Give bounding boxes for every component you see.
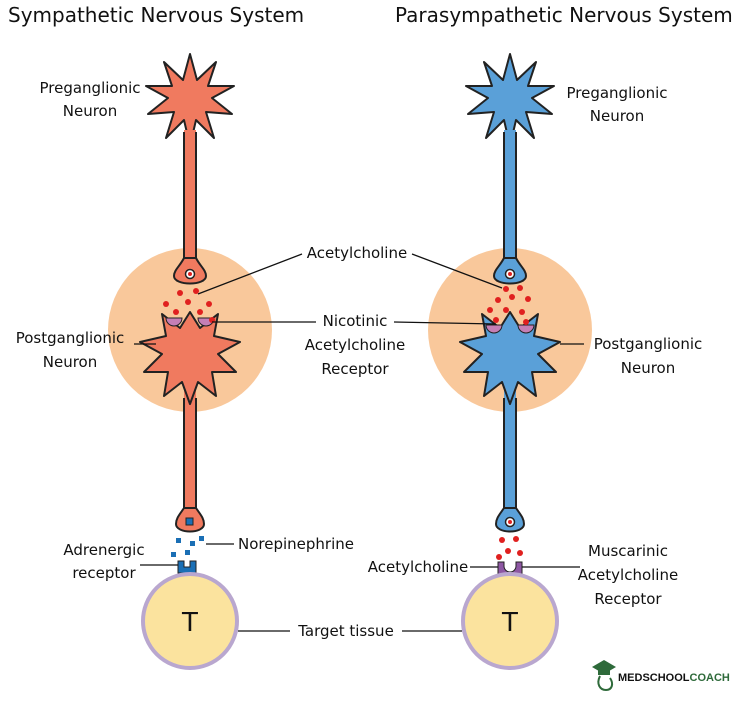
logo-text-medschool: MEDSCHOOL xyxy=(618,672,690,684)
parasympathetic-postganglionic-neuron xyxy=(459,311,561,533)
leader-lines xyxy=(134,253,584,632)
label-neuron-post-left: Neuron xyxy=(43,353,97,371)
nicotinic-receptor-icon xyxy=(165,317,183,327)
logo-text-coach: COACH xyxy=(690,672,730,684)
label-neuron-left: Neuron xyxy=(63,102,117,120)
nicotinic-receptor-icon xyxy=(485,324,503,334)
label-acetylcholine-bottom: Acetylcholine xyxy=(368,558,468,576)
label-muscarinic: Muscarinic xyxy=(588,542,668,560)
acetylcholine-dots-right xyxy=(487,285,531,325)
label-preganglionic-right: Preganglionic xyxy=(566,84,667,102)
stethoscope-icon xyxy=(597,675,614,692)
label-postganglionic-left: Postganglionic xyxy=(16,329,125,347)
acetylcholine-dots-left xyxy=(163,288,215,323)
nicotinic-receptor-icon xyxy=(517,324,535,334)
label-postganglionic-right: Postganglionic xyxy=(594,335,703,353)
label-preganglionic-left: Preganglionic xyxy=(39,79,140,97)
label-target-tissue: Target tissue xyxy=(297,622,394,640)
label-norepinephrine: Norepinephrine xyxy=(238,535,354,553)
label-adrenergic: Adrenergic xyxy=(63,541,144,559)
target-tissue-left xyxy=(141,572,239,670)
label-neuron-post-right: Neuron xyxy=(621,359,675,377)
adrenergic-receptor-icon xyxy=(177,560,197,574)
target-tissue-right xyxy=(461,572,559,670)
label-nicotinic: Nicotinic xyxy=(323,312,388,330)
sympathetic-preganglionic-neuron xyxy=(145,53,235,285)
label-muscarinic-receptor: Receptor xyxy=(594,590,662,608)
label-acetylcholine-top: Acetylcholine xyxy=(307,244,407,262)
medschoolcoach-logo: MEDSCHOOLCOACH xyxy=(592,660,730,692)
label-neuron-right: Neuron xyxy=(590,107,644,125)
target-letter-right: T xyxy=(501,608,518,638)
title-sympathetic: Sympathetic Nervous System xyxy=(8,3,304,27)
norepinephrine-dots xyxy=(171,536,204,557)
label-muscarinic-acetylcholine: Acetylcholine xyxy=(578,566,678,584)
label-adrenergic-receptor: receptor xyxy=(72,564,136,582)
label-nicotinic-acetylcholine: Acetylcholine xyxy=(305,336,405,354)
target-letter-left: T xyxy=(181,608,198,638)
svg-text:MEDSCHOOLCOACH: MEDSCHOOLCOACH xyxy=(618,672,730,684)
title-parasympathetic: Parasympathetic Nervous System xyxy=(395,3,733,27)
label-nicotinic-receptor: Receptor xyxy=(321,360,389,378)
parasympathetic-preganglionic-neuron xyxy=(465,53,555,285)
sympathetic-postganglionic-neuron xyxy=(139,311,241,533)
acetylcholine-dots-synapse xyxy=(496,536,523,560)
